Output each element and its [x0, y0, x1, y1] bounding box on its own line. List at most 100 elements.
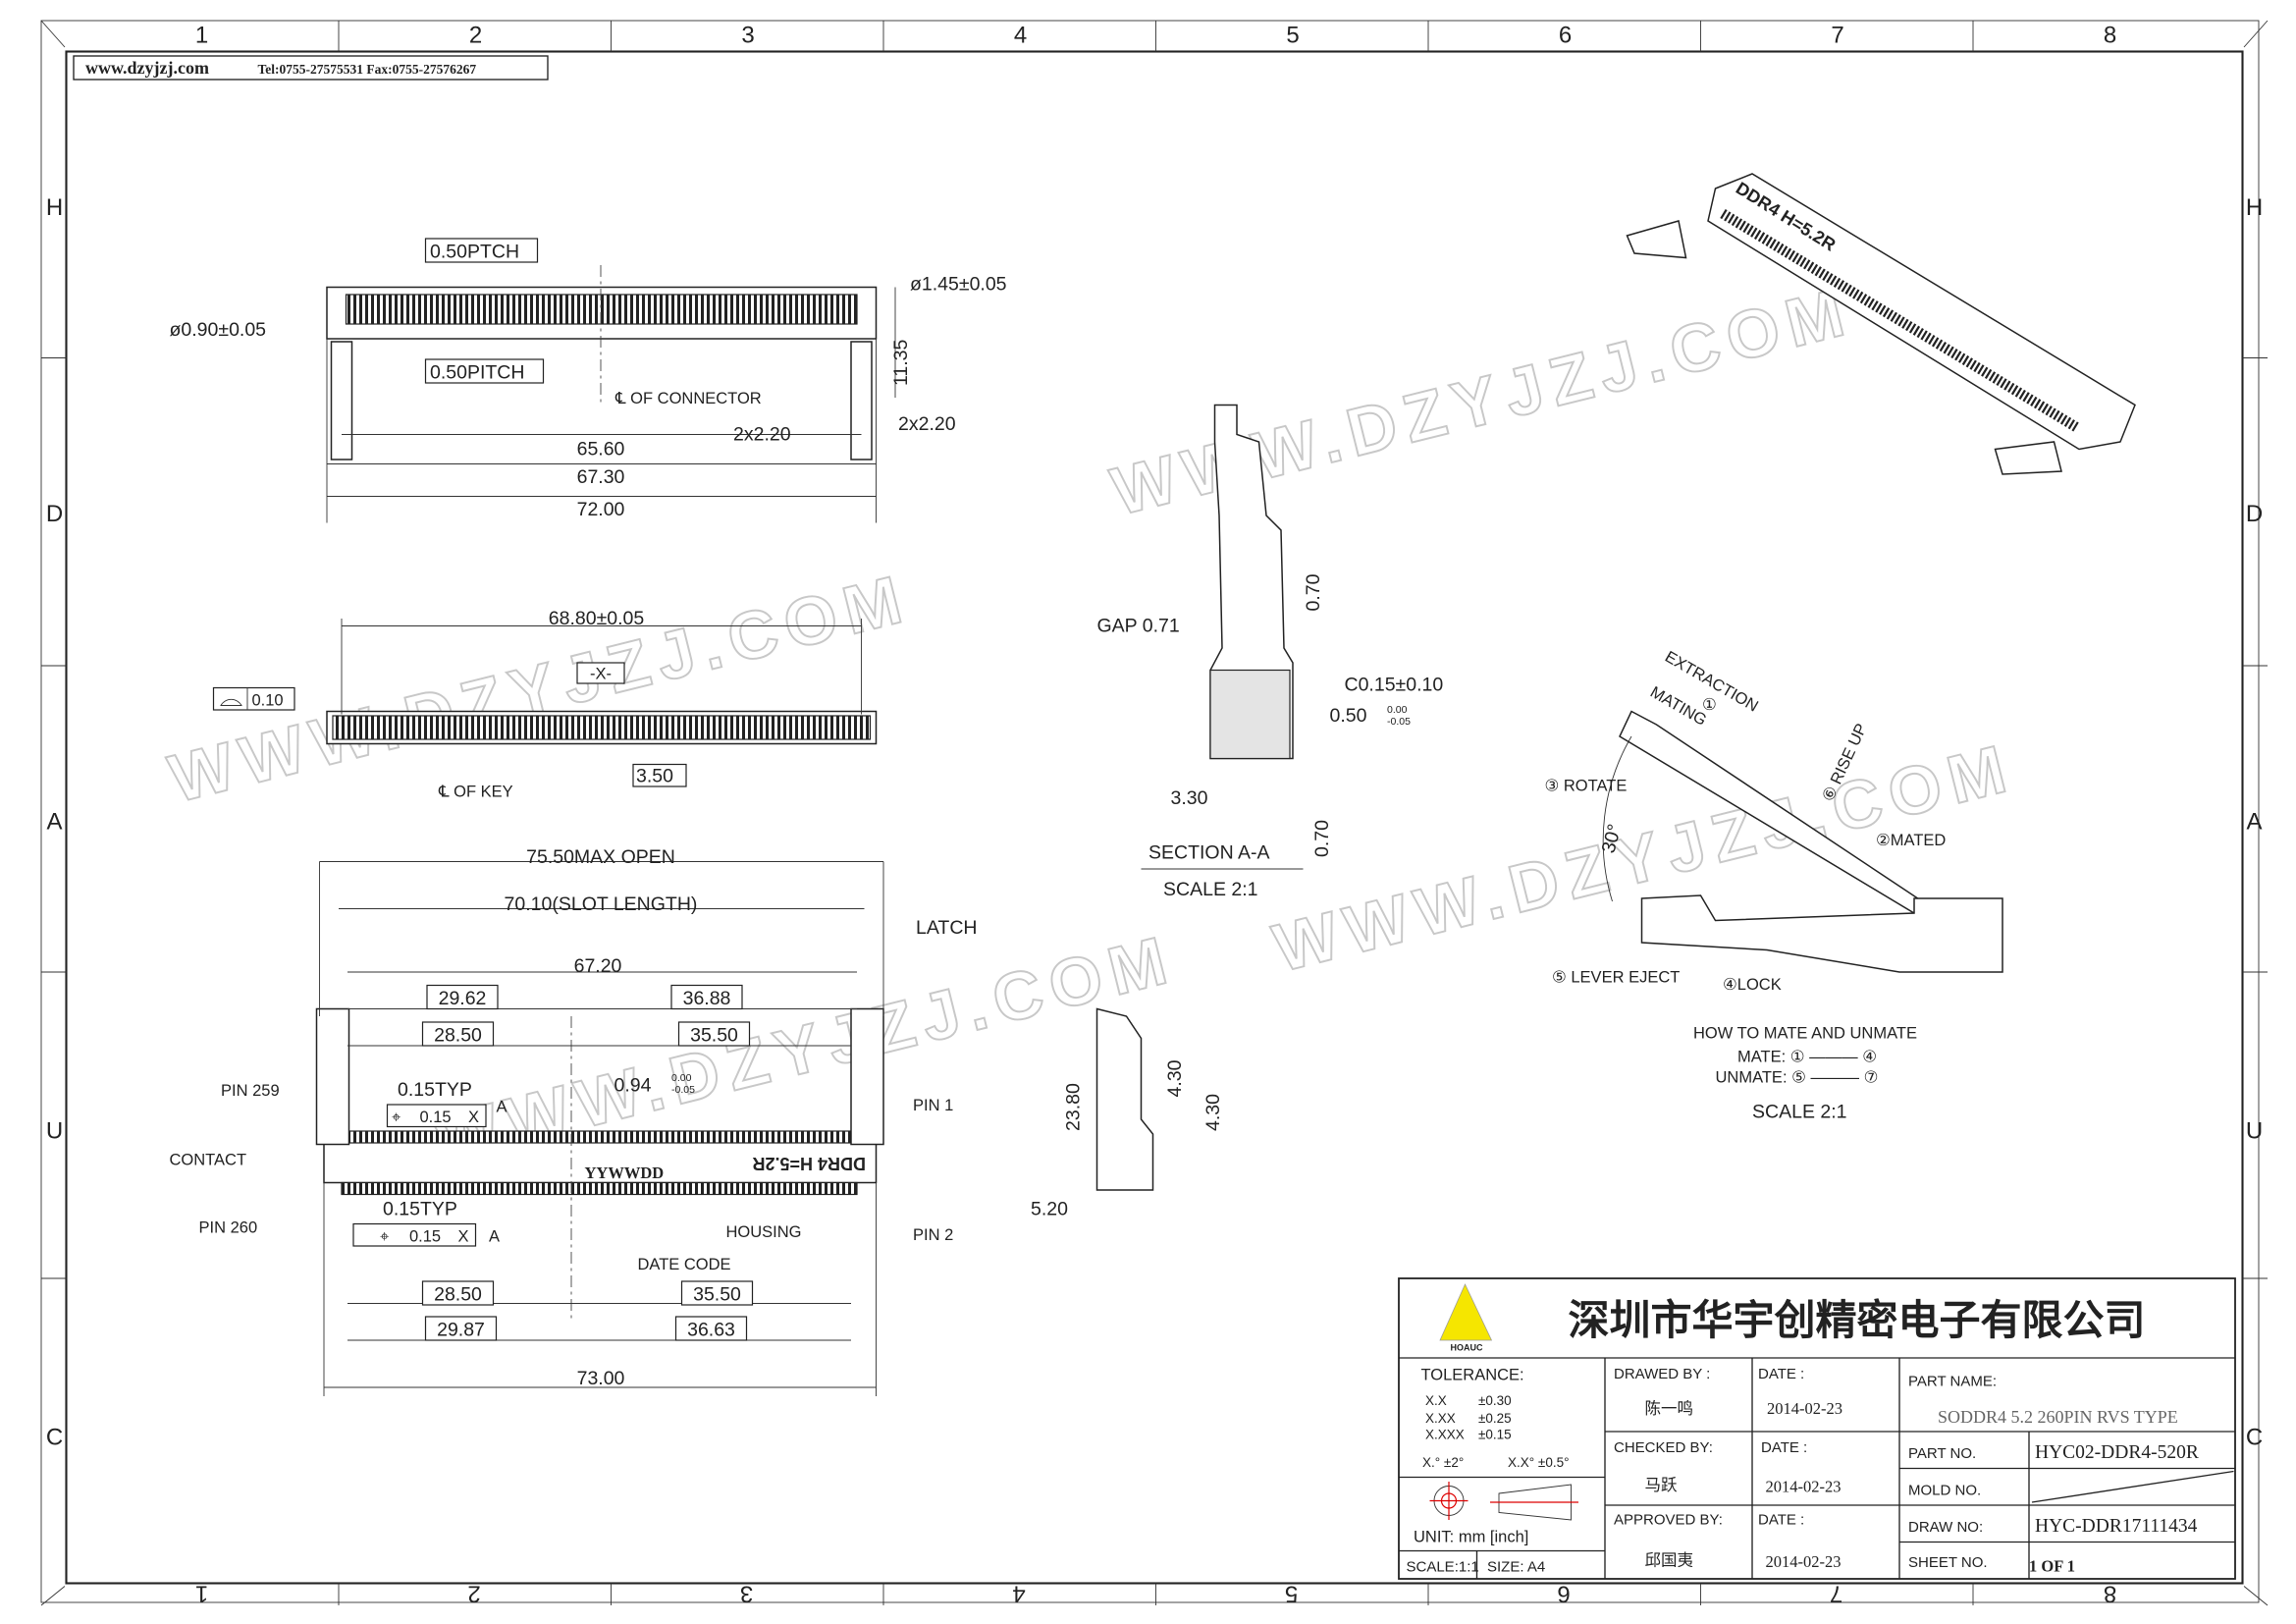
dim-36-88: 36.88 [683, 988, 731, 1009]
row-label: D [46, 501, 63, 527]
dim-0-94-tol-up: 0.00 [671, 1072, 692, 1084]
width-dim: 68.80±0.05 [549, 608, 645, 629]
dim-29-87: 29.87 [437, 1320, 485, 1341]
company-logo: HOAUC [1439, 1283, 1493, 1353]
drawing-frame: 1 2 3 4 5 6 7 8 8 7 6 5 4 3 2 1 H D A U … [40, 20, 2269, 1607]
side-dim-a: 4.30 [1164, 1059, 1186, 1097]
sheet-no-label: SHEET NO. [1908, 1554, 1988, 1571]
column-label-bottom: 7 [1830, 1581, 1842, 1607]
front-view: 68.80±0.05 -X- 0.10 ℄ OF KEY 3.50 [212, 608, 878, 801]
tolerance-format: X.X [1425, 1393, 1447, 1408]
dim-67-30: 67.30 [577, 466, 625, 488]
fcf-value-1: 0.15 [420, 1109, 452, 1126]
section-title: SECTION A-A [1148, 842, 1270, 864]
mold-no-label: MOLD NO. [1908, 1483, 1981, 1499]
top-view: 0.50PTCH ø0.90±0.05 ø1.45±0.05 0.50PITCH… [170, 238, 1007, 523]
part-marking: DDR4 H=5.2R [752, 1154, 866, 1173]
contact-label: CONTACT [170, 1152, 247, 1169]
rotate-label: ③ ROTATE [1545, 778, 1628, 795]
slot-length-dim: 70.10(SLOT LENGTH) [505, 893, 698, 915]
column-label: 3 [741, 23, 754, 49]
post-right-dim: 2x2.20 [898, 413, 956, 435]
tolerance-value: ±0.30 [1478, 1393, 1512, 1408]
column-label: 6 [1559, 23, 1572, 49]
angle-tolerance: X.° ±2° [1422, 1455, 1464, 1470]
pin-259-label: PIN 259 [221, 1082, 280, 1100]
part-no-value: HYC02-DDR4-520R [2035, 1442, 2199, 1463]
column-label: 7 [1831, 23, 1843, 49]
fcf-datum-1: X [468, 1109, 479, 1126]
bottom-view: 75.50MAX OPEN 70.10(SLOT LENGTH) LATCH 6… [170, 846, 977, 1396]
dim-73-00: 73.00 [577, 1368, 625, 1389]
hole-left-dim: ø0.90±0.05 [170, 319, 267, 341]
unit-label: UNIT: mm [inch] [1414, 1529, 1528, 1546]
company-name: 深圳市华宇创精密电子有限公司 [1569, 1297, 2146, 1343]
tolerance-label: TOLERANCE: [1421, 1367, 1524, 1384]
column-label: 8 [2104, 23, 2116, 49]
row-label: U [46, 1118, 63, 1145]
approved-date: 2014-02-23 [1766, 1552, 1842, 1571]
datum-x: -X- [590, 666, 612, 683]
dim-0-70-bottom: 0.70 [1311, 820, 1333, 857]
pin-2-label: PIN 2 [913, 1226, 953, 1244]
tolerance-format: X.XX [1425, 1411, 1456, 1426]
mated-label: ②MATED [1876, 832, 1946, 849]
lever-eject-label: ⑤ LEVER EJECT [1552, 969, 1680, 987]
position-icon: ⌖ [392, 1109, 401, 1126]
dim-67-20: 67.20 [574, 955, 622, 977]
row-label: U [2246, 1118, 2263, 1145]
lock-label: ④LOCK [1723, 976, 1782, 994]
website-link[interactable]: www.dzyjzj.com [85, 58, 209, 78]
flatness-value: 0.10 [252, 692, 284, 710]
column-label-bottom: 4 [1012, 1581, 1025, 1607]
section-scale: SCALE 2:1 [1163, 879, 1257, 900]
side-height-dim: 23.80 [1063, 1083, 1085, 1131]
row-label: H [46, 194, 63, 221]
row-label: A [2246, 809, 2262, 836]
column-label: 5 [1286, 23, 1299, 49]
dim-3-30: 3.30 [1171, 787, 1208, 809]
dim-35-50-b: 35.50 [693, 1284, 741, 1306]
step-1-marker: ① [1702, 696, 1717, 714]
connector-centerline-label: ℄ OF CONNECTOR [614, 390, 762, 407]
dim-0-50: 0.50 [1330, 705, 1367, 727]
typ-tolerance-2: 0.15TYP [383, 1199, 457, 1220]
size-label: SIZE: A4 [1487, 1559, 1545, 1576]
housing-label: HOUSING [726, 1223, 802, 1241]
dim-0-50-tol-low: -0.05 [1387, 716, 1411, 728]
dim-0-50-tol-up: 0.00 [1387, 704, 1408, 716]
date-label: DATE : [1758, 1366, 1804, 1382]
scale-label: SCALE:1:1 [1407, 1559, 1479, 1576]
date-format-marking: YYWWDD [585, 1164, 665, 1182]
chamfer-dim: C0.15±0.10 [1345, 675, 1444, 696]
column-label-bottom: 6 [1557, 1581, 1570, 1607]
row-label: A [46, 809, 62, 836]
drawed-date: 2014-02-23 [1767, 1399, 1842, 1418]
header-stamp: www.dzyjzj.com Tel:0755-27575531 Fax:075… [73, 55, 549, 81]
date-label: DATE : [1761, 1439, 1807, 1456]
row-label: D [2246, 501, 2263, 527]
row-label: C [46, 1425, 63, 1451]
position-icon: ⌖ [380, 1228, 390, 1246]
key-offset-dim: 3.50 [636, 766, 673, 787]
fcf-value-2: 0.15 [409, 1228, 441, 1246]
column-label: 4 [1014, 23, 1027, 49]
datum-a-2: A [489, 1228, 500, 1246]
fcf-datum-2: X [458, 1228, 469, 1246]
dim-36-63: 36.63 [687, 1320, 735, 1341]
dim-28-50-b: 28.50 [434, 1284, 482, 1306]
how-to-heading: HOW TO MATE AND UNMATE [1693, 1025, 1917, 1043]
mate-sequence: MATE: ① ——— ④ [1737, 1049, 1877, 1066]
unmate-sequence: UNMATE: ⑤ ——— ⑦ [1716, 1069, 1879, 1087]
typ-tolerance-1: 0.15TYP [398, 1079, 472, 1101]
mating-label: MATING [1647, 683, 1710, 730]
dim-65-60: 65.60 [577, 439, 625, 460]
drawed-by-value: 陈一鸣 [1645, 1399, 1694, 1418]
draw-no-value: HYC-DDR17111434 [2035, 1516, 2198, 1537]
row-label: C [2246, 1425, 2263, 1451]
column-label-bottom: 3 [740, 1581, 753, 1607]
contact-info: Tel:0755-27575531 Fax:0755-27576267 [258, 62, 477, 77]
pitch-bottom-label: 0.50PITCH [430, 362, 524, 384]
hole-right-dim: ø1.45±0.05 [910, 274, 1007, 296]
